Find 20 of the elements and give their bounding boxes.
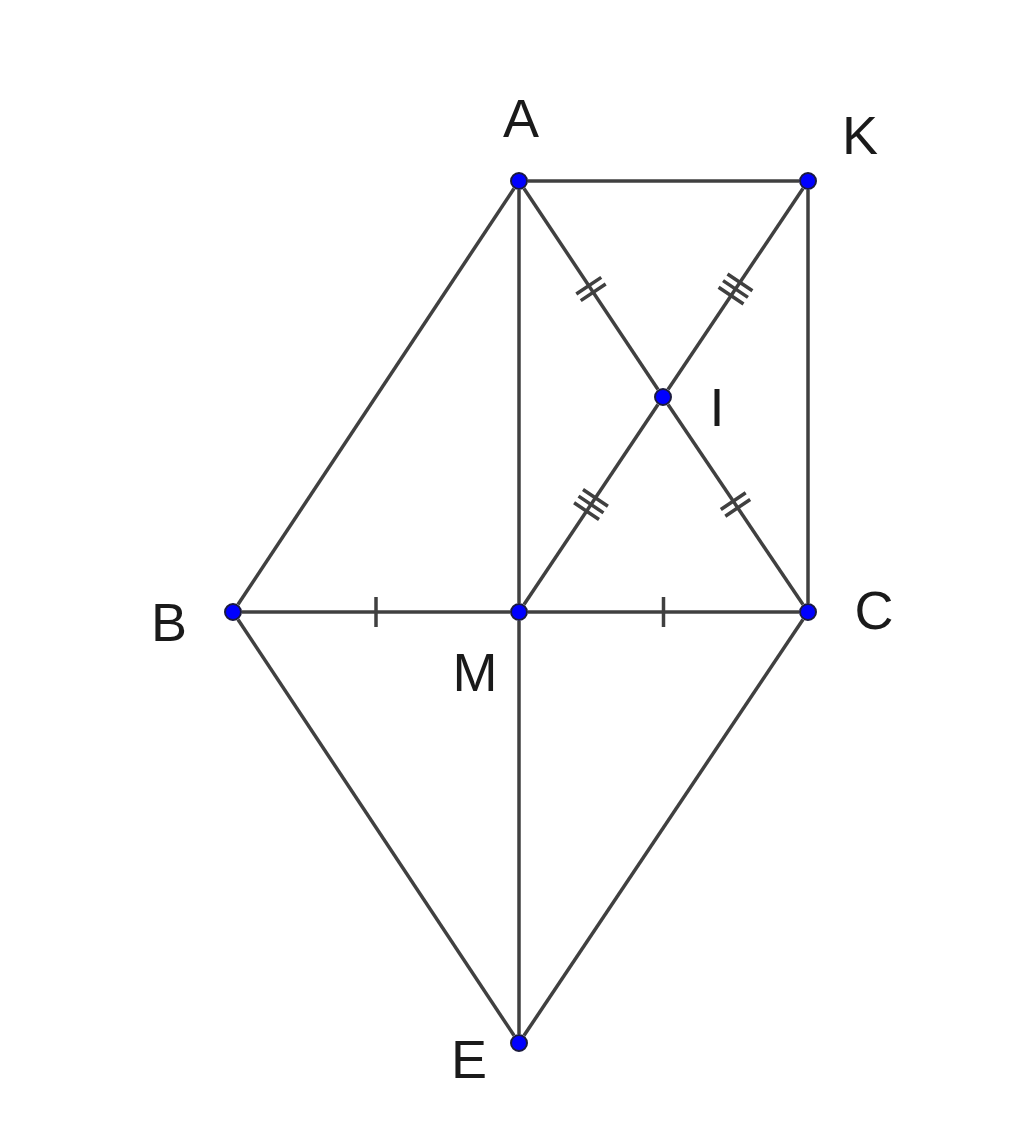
line-segment [528,179,799,183]
line-segment [528,610,799,614]
line-segment [236,618,516,1037]
point-label: C [854,583,894,637]
point-label: E [451,1032,487,1086]
line-segment [522,403,660,606]
line-segment [806,190,810,603]
line-segment [517,621,521,1034]
point-label: K [842,108,878,162]
line-segment [236,187,516,606]
point-label: I [709,380,725,434]
line-segment [522,618,805,1037]
line-segment [666,403,805,606]
line-segment [242,610,510,614]
line-segment [522,187,660,391]
point-label: A [503,91,539,145]
point-label: B [151,595,187,649]
line-segment [517,190,521,603]
point-label: M [452,645,498,699]
line-segment [666,187,805,391]
